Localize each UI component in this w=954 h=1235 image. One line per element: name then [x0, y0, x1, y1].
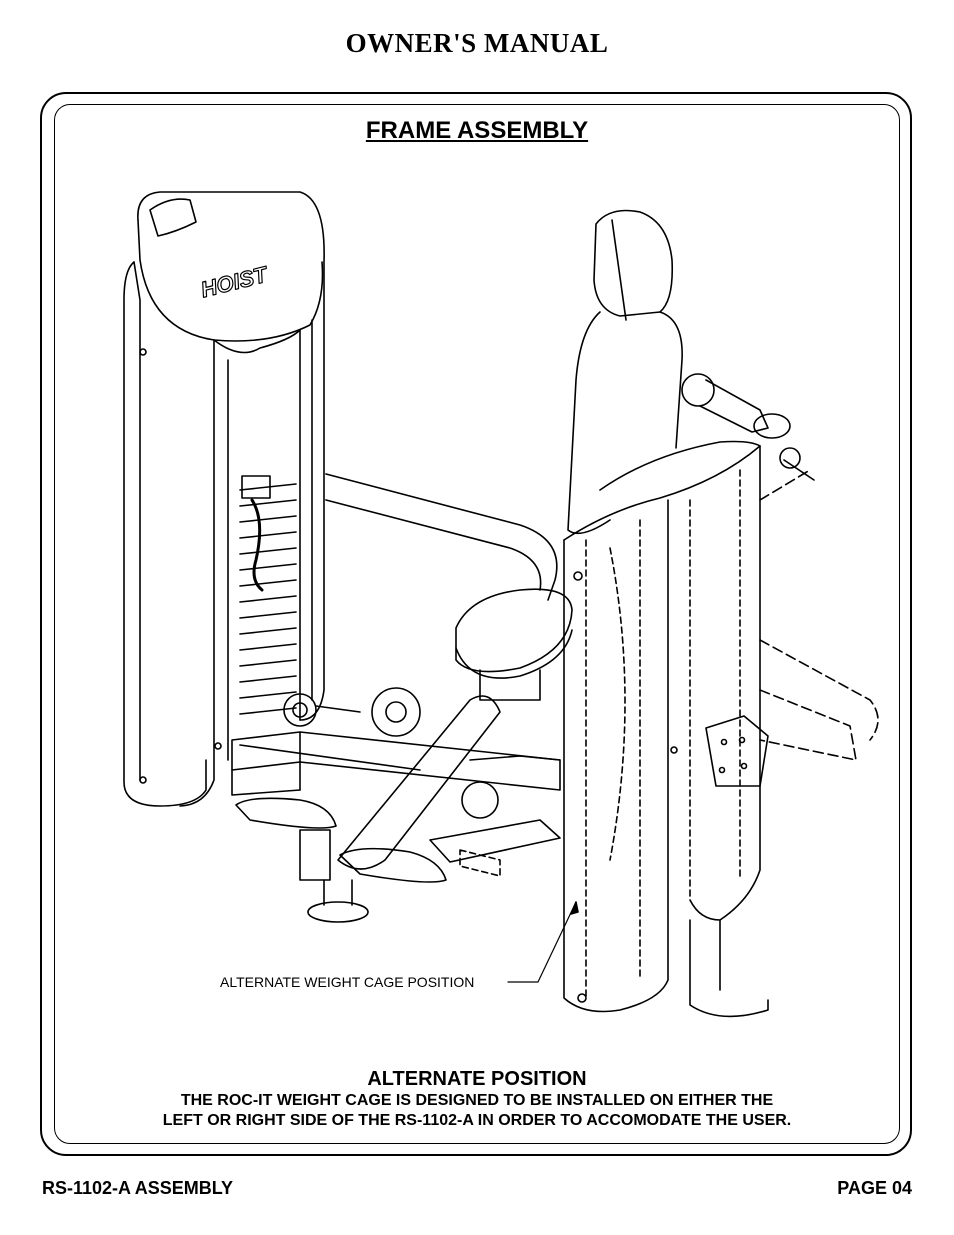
arm-mechanism [681, 373, 815, 481]
callout-leader [507, 901, 577, 983]
seat [455, 588, 573, 701]
alternate-position-heading: ALTERNATE POSITION [367, 1068, 587, 1090]
curved-back-bar [325, 473, 558, 601]
alternate-position-note: THE ROC-IT WEIGHT CAGE IS DESIGNED TO BE… [0, 1091, 954, 1131]
note-line-1: THE ROC-IT WEIGHT CAGE IS DESIGNED TO BE… [180, 1092, 774, 1109]
footer-page-number: PAGE 04 [837, 1178, 912, 1198]
alternate-weight-cage [563, 440, 879, 1018]
note-line-2: LEFT OR RIGHT SIDE OF THE RS-1102-A IN O… [162, 1112, 792, 1129]
back-pad [567, 209, 683, 535]
manual-title: OWNER'S MANUAL [345, 28, 609, 58]
page-border-outer [40, 92, 912, 1156]
page-border-inner [54, 104, 900, 1144]
weight-tower [123, 191, 325, 807]
footer-document-id: RS-1102-A ASSEMBLY [42, 1178, 234, 1198]
alternate-cage-callout: ALTERNATE WEIGHT CAGE POSITION [220, 974, 475, 990]
base-frame [231, 731, 561, 796]
foot-lever [235, 687, 561, 923]
svg-text:HOIST: HOIST [198, 261, 271, 302]
section-title: FRAME ASSEMBLY [365, 117, 589, 144]
